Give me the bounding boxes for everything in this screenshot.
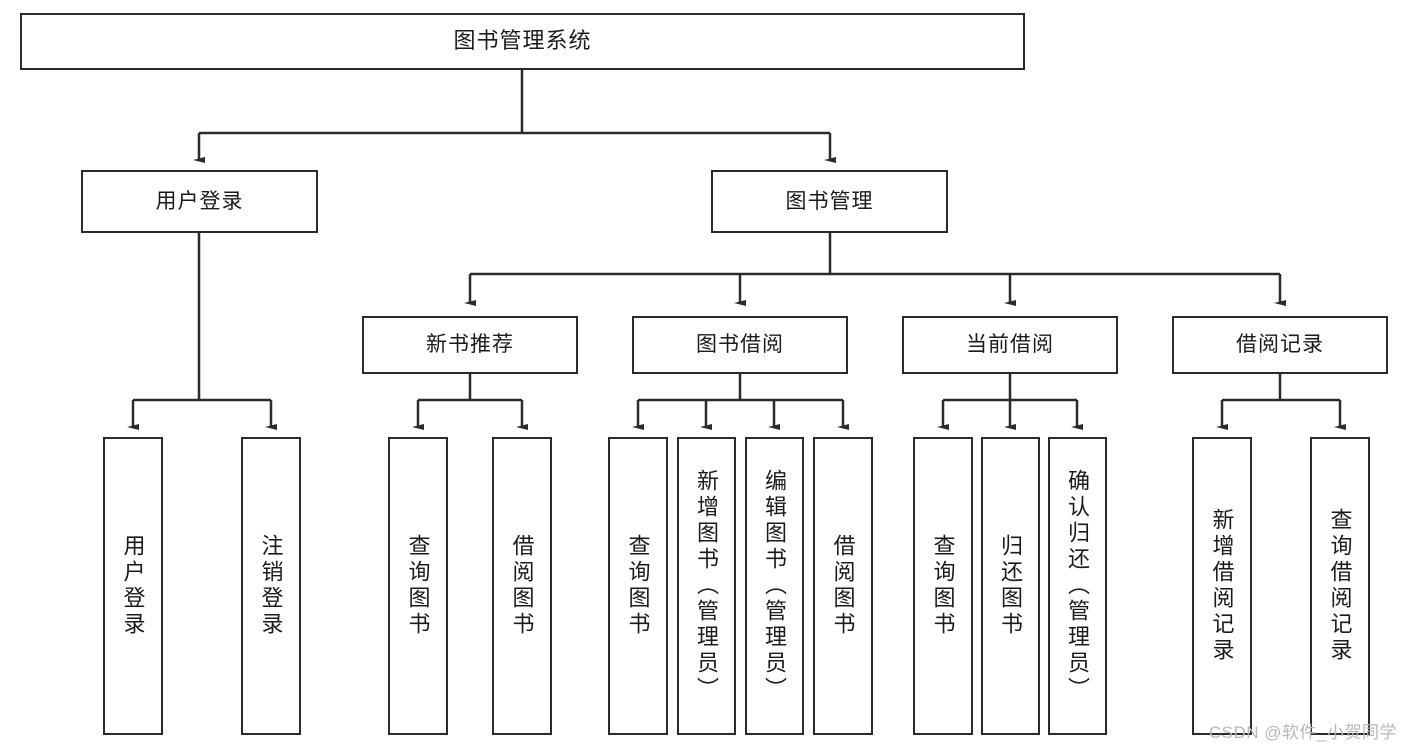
- node-book-manage[interactable]: 图书管理: [711, 170, 948, 233]
- node-leaf-borrow-book-2[interactable]: 借阅图书: [813, 437, 873, 735]
- node-label: 查询图书: [930, 534, 956, 638]
- node-label: 图书管理: [785, 189, 874, 213]
- node-label: 图书借阅: [696, 333, 784, 357]
- node-borrow-record[interactable]: 借阅记录: [1172, 316, 1388, 374]
- node-label: 图书管理系统: [453, 28, 592, 54]
- node-label: 确认归还（管理员）: [1065, 469, 1091, 703]
- node-label: 新增借阅记录: [1209, 508, 1235, 664]
- node-leaf-add-record[interactable]: 新增借阅记录: [1192, 437, 1252, 735]
- node-label: 用户登录: [120, 534, 146, 638]
- node-label: 新增图书（管理员）: [694, 469, 720, 703]
- watermark-text: CSDN @软件_小贺同学: [1208, 723, 1397, 742]
- node-leaf-confirm-return[interactable]: 确认归还（管理员）: [1048, 437, 1107, 735]
- node-leaf-query-record[interactable]: 查询借阅记录: [1310, 437, 1370, 735]
- node-leaf-logout[interactable]: 注销登录: [241, 437, 301, 735]
- node-leaf-add-book[interactable]: 新增图书（管理员）: [677, 437, 736, 735]
- node-label: 借阅图书: [830, 534, 856, 638]
- node-label: 查询图书: [405, 534, 431, 638]
- node-label: 借阅记录: [1236, 333, 1324, 357]
- node-leaf-borrow-book-1[interactable]: 借阅图书: [492, 437, 552, 735]
- node-leaf-query-book-3[interactable]: 查询图书: [913, 437, 973, 735]
- node-leaf-user-login[interactable]: 用户登录: [103, 437, 163, 735]
- node-label: 查询借阅记录: [1327, 508, 1353, 664]
- node-leaf-query-book-2[interactable]: 查询图书: [608, 437, 668, 735]
- node-root-system[interactable]: 图书管理系统: [20, 13, 1025, 70]
- node-label: 当前借阅: [966, 333, 1054, 357]
- node-current-borrow[interactable]: 当前借阅: [902, 316, 1118, 374]
- node-label: 查询图书: [625, 534, 651, 638]
- node-new-book-rec[interactable]: 新书推荐: [362, 316, 578, 374]
- node-label: 新书推荐: [426, 333, 514, 357]
- node-user-login[interactable]: 用户登录: [81, 170, 318, 233]
- node-label: 编辑图书（管理员）: [762, 469, 788, 703]
- node-label: 借阅图书: [509, 534, 535, 638]
- node-label: 归还图书: [998, 534, 1024, 638]
- node-leaf-return-book[interactable]: 归还图书: [981, 437, 1040, 735]
- node-label: 注销登录: [258, 534, 284, 638]
- node-leaf-edit-book[interactable]: 编辑图书（管理员）: [745, 437, 804, 735]
- node-leaf-query-book-1[interactable]: 查询图书: [388, 437, 448, 735]
- node-book-borrow[interactable]: 图书借阅: [632, 316, 848, 374]
- node-label: 用户登录: [155, 189, 244, 213]
